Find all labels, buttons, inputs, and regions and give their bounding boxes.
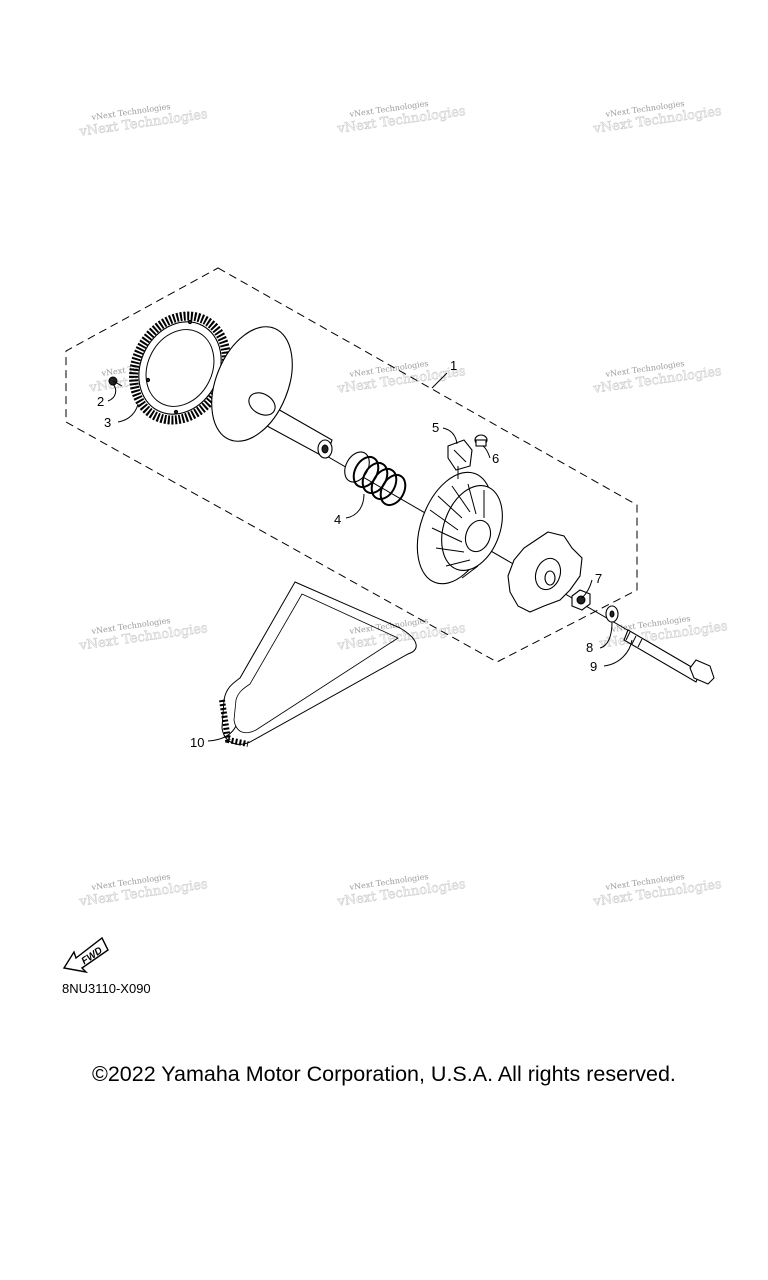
nut [571, 589, 591, 611]
callout-1: 1 [450, 358, 457, 373]
callout-7: 7 [595, 571, 602, 586]
assembly-boundary [65, 267, 638, 663]
callout-8: 8 [586, 640, 593, 655]
drive-belt [219, 581, 417, 747]
fwd-arrow-icon: FWD [62, 936, 109, 974]
watermark: vNext Technologies vNext Technologies [77, 102, 209, 140]
watermark: vNext Technologies vNext Technologies [591, 99, 723, 137]
watermark: vNext Technologies vNext Technologies [77, 872, 209, 910]
watermark: vNext Technologies vNext Technologies [77, 616, 209, 654]
bolt [623, 629, 715, 685]
callout-10: 10 [190, 735, 204, 750]
fixed-sheave [211, 326, 333, 459]
watermark: vNext Technologies vNext Technologies [335, 359, 467, 397]
pin [474, 434, 488, 447]
callout-3: 3 [104, 415, 111, 430]
watermark: vNext Technologies vNext Technologies [591, 359, 723, 397]
slider-piece [447, 439, 473, 471]
callout-2: 2 [97, 394, 104, 409]
sliding-sheave [416, 471, 503, 585]
copyright-notice: ©2022 Yamaha Motor Corporation, U.S.A. A… [92, 1062, 676, 1086]
diagram-code: 8NU3110-X090 [62, 981, 151, 996]
cam-plate [507, 531, 583, 613]
watermark: vNext Technologies vNext Technologies [335, 872, 467, 910]
callout-5: 5 [432, 420, 439, 435]
watermark: vNext Technologies vNext Technologies [591, 872, 723, 910]
leader-lines [107, 372, 633, 742]
screw [108, 376, 123, 387]
watermark: vNext Technologies vNext Technologies [335, 99, 467, 137]
callout-4: 4 [334, 512, 341, 527]
callout-numbers: 1 2 3 4 5 6 7 8 9 10 [97, 358, 602, 750]
callout-9: 9 [590, 659, 597, 674]
callout-6: 6 [492, 451, 499, 466]
compression-spring [344, 451, 407, 507]
washer [605, 605, 619, 623]
